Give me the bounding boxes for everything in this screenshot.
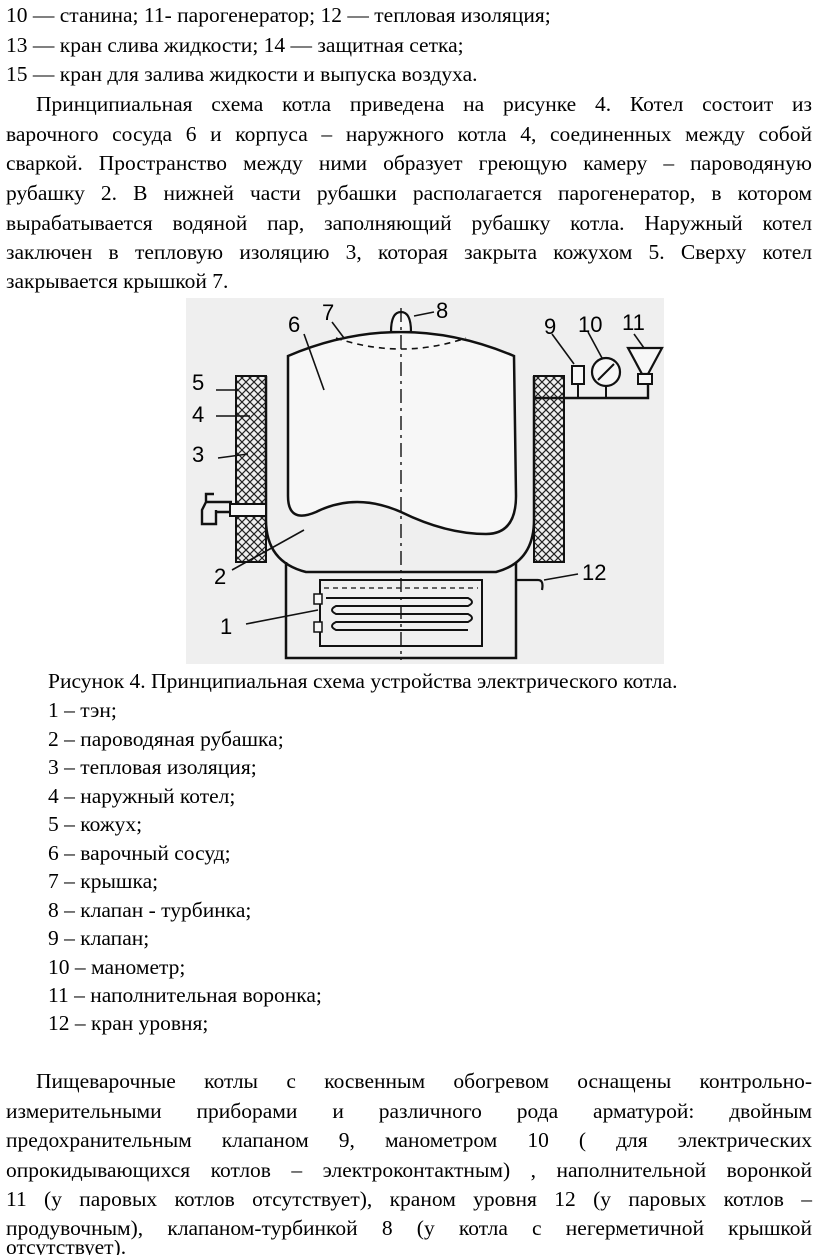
heating-element: [326, 597, 473, 631]
heater-terminal-top: [313, 593, 323, 605]
legend-item: 6 – варочный сосуд;: [48, 841, 231, 865]
parts-line-13-14: 13 — кран слива жидкости; 14 — защитная …: [6, 33, 464, 57]
legend-item: 3 – тепловая изоляция;: [48, 755, 257, 779]
drain-pipe: [229, 503, 267, 517]
cooking-vessel: [286, 330, 518, 536]
parts-line-10-12: 10 — станина; 11- парогенератор; 12 — те…: [6, 3, 551, 27]
label-4: 4: [192, 402, 204, 427]
legend-item: 9 – клапан;: [48, 926, 150, 950]
right-insulation: [533, 375, 565, 563]
paragraph1-line-2: варочного сосуда 6 и корпуса – наружного…: [6, 122, 812, 146]
legend-item: 11 – наполнительная воронка;: [48, 983, 322, 1007]
stand: [284, 562, 518, 660]
paragraph2-line-2: измерительными приборами и различного ро…: [6, 1099, 812, 1123]
label-6: 6: [288, 312, 300, 337]
label-7: 7: [322, 300, 334, 325]
legend-item: 10 – манометр;: [48, 955, 186, 979]
parts-line-15: 15 — кран для залива жидкости и выпуска …: [6, 62, 478, 86]
legend-item: 8 – клапан - турбинка;: [48, 898, 252, 922]
boiler-diagram: 1 2 3 4 5 6 7 8 9 10 11 12: [186, 298, 664, 664]
label-11: 11: [622, 310, 645, 335]
paragraph1-line-3: сваркой. Пространство между ними образуе…: [6, 151, 812, 175]
paragraph2-line-1: Пищеварочные котлы с косвенным обогревом…: [36, 1069, 812, 1093]
level-tap: [516, 578, 544, 591]
paragraph1-line-5: вырабатывается водяной пар, заполняющий …: [6, 211, 812, 235]
label-10: 10: [578, 312, 602, 337]
leader-lines: [216, 311, 645, 625]
steam-generator: [319, 579, 483, 647]
paragraph2-line-4: опрокидывающихся котлов – электроконтакт…: [6, 1158, 812, 1182]
legend-item: 5 – кожух;: [48, 812, 143, 836]
left-insulation: [235, 375, 267, 563]
paragraph2-line-5: 11 (у паровых котлов отсутствует), крано…: [6, 1187, 812, 1211]
legend-item: 7 – крышка;: [48, 869, 159, 893]
figure-caption: Рисунок 4. Принципиальная схема устройст…: [48, 669, 678, 693]
paragraph1-line-4: рубашку 2. В нижней части рубашки распол…: [6, 181, 812, 205]
paragraph1-line-1: Принципиальная схема котла приведена на …: [36, 92, 812, 116]
legend-item: 4 – наружный котел;: [48, 784, 236, 808]
paragraph2-line-6: продувочным), клапаном-турбинкой 8 (у ко…: [6, 1216, 812, 1240]
legend-item: 1 – тэн;: [48, 698, 117, 722]
label-2: 2: [214, 564, 226, 589]
legend-item: 2 – пароводяная рубашка;: [48, 727, 284, 751]
paragraph2-line-7: отсутствует).: [6, 1240, 127, 1255]
label-12: 12: [582, 560, 606, 585]
label-5: 5: [192, 370, 204, 395]
label-8: 8: [436, 298, 448, 323]
paragraph1-line-6: заключен в тепловую изоляцию 3, которая …: [6, 240, 812, 264]
paragraph2-line-3: предохранительным клапаном 9, манометром…: [6, 1128, 812, 1152]
instrument-pipe: [534, 384, 650, 400]
heater-terminal-bottom: [313, 621, 323, 633]
safety-valve: [571, 365, 585, 385]
legend-item: 12 – кран уровня;: [48, 1011, 209, 1035]
label-3: 3: [192, 442, 204, 467]
paragraph1-line-7: закрывается крышкой 7.: [6, 269, 229, 293]
label-1: 1: [220, 614, 232, 639]
label-9: 9: [544, 314, 556, 339]
